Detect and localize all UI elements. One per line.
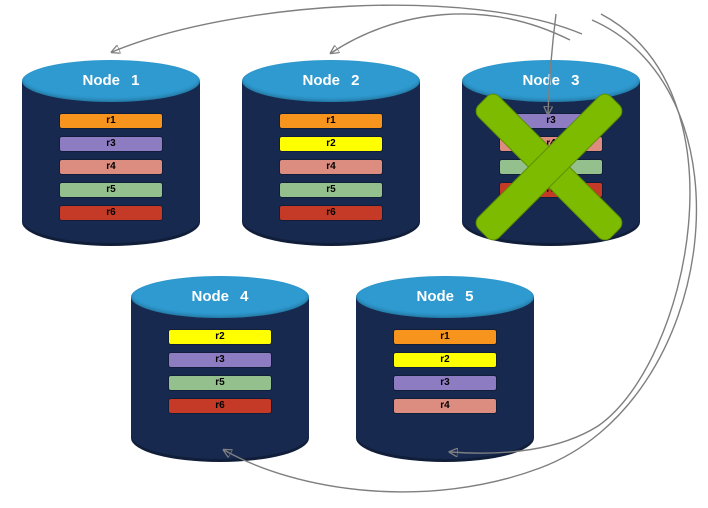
node-1-row-r1: r1 [60,114,162,128]
failure-cross-icon [471,89,627,245]
node-4-title: Node 4 [191,288,249,305]
node-2-row-r4: r4 [280,160,382,174]
node-2-row-r2: r2 [280,137,382,151]
node-1-row-r5: r5 [60,183,162,197]
node-4-cylinder-top: Node 4 [131,276,309,318]
node-5-cylinder-top: Node 5 [356,276,534,318]
node-2-title: Node 2 [302,72,360,89]
node-2-cylinder: Node 2 r1 r2 r4 r5 r6 [242,60,420,246]
node-1-row-r4: r4 [60,160,162,174]
node-1-row-r3: r3 [60,137,162,151]
node-5-cylinder: Node 5 r1 r2 r3 r4 [356,276,534,462]
node-1-cylinder-top: Node 1 [22,60,200,102]
node-2-row-r5: r5 [280,183,382,197]
node-5-row-r1: r1 [394,330,496,344]
node-1-cylinder: Node 1 r1 r3 r4 r5 r6 [22,60,200,246]
node-4-row-r3: r3 [169,353,271,367]
node-1-title: Node 1 [82,72,140,89]
node-2-rows: r1 r2 r4 r5 r6 [242,114,420,229]
node-4-row-r5: r5 [169,376,271,390]
node-2-cylinder-top: Node 2 [242,60,420,102]
arrow-node3-to-node1 [112,4,583,52]
node-4-rows: r2 r3 r5 r6 [131,330,309,422]
node-5-row-r3: r3 [394,376,496,390]
node-5-title: Node 5 [416,288,474,305]
node-4-cylinder: Node 4 r2 r3 r5 r6 [131,276,309,462]
node-1-row-r6: r6 [60,206,162,220]
arrow-node3-to-node2 [331,13,571,53]
node-4-row-r2: r2 [169,330,271,344]
node-2-row-r1: r1 [280,114,382,128]
node-4-row-r6: r6 [169,399,271,413]
node-1-rows: r1 r3 r4 r5 r6 [22,114,200,229]
node-5-row-r2: r2 [394,353,496,367]
node-5-row-r4: r4 [394,399,496,413]
node-5-rows: r1 r2 r3 r4 [356,330,534,422]
node-2-row-r6: r6 [280,206,382,220]
